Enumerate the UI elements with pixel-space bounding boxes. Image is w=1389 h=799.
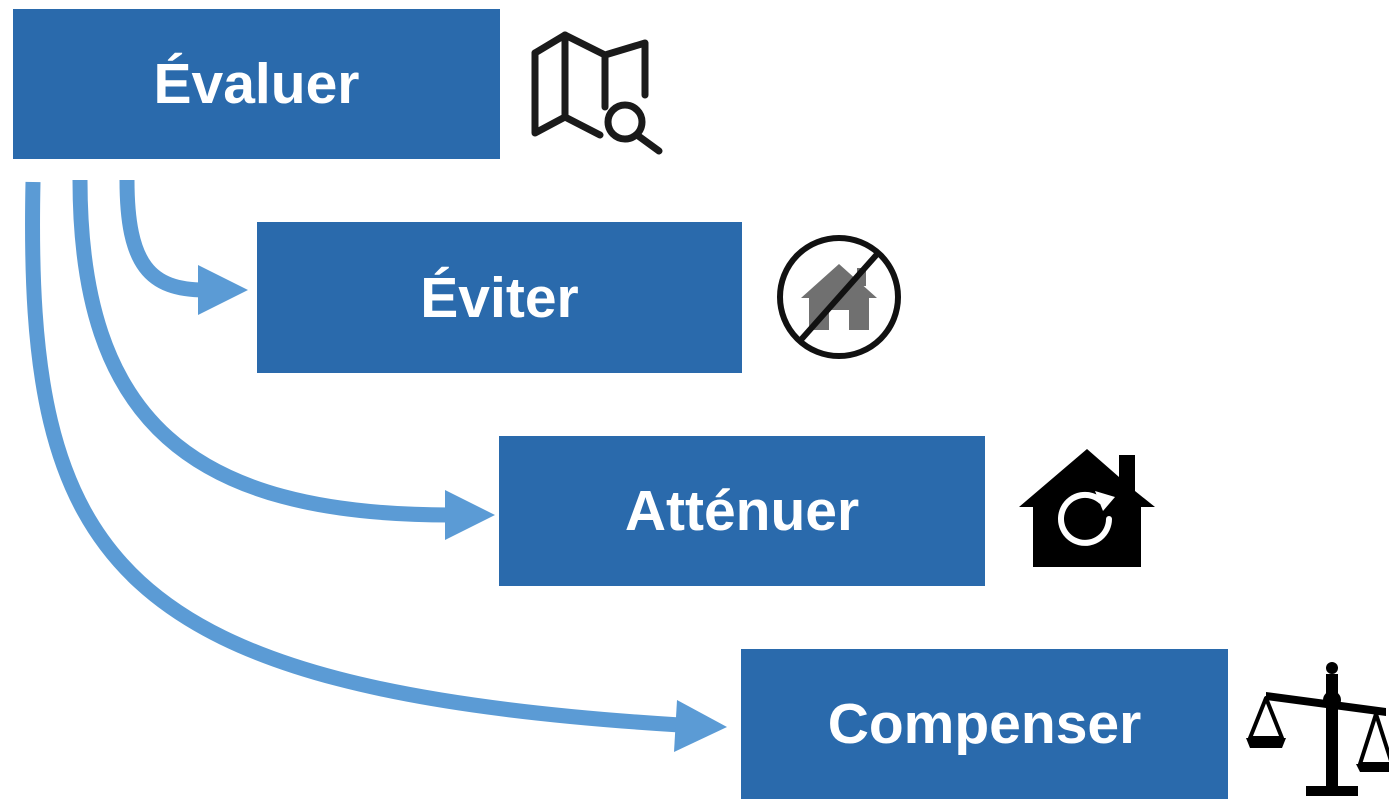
step-attenuer-label: Atténuer bbox=[624, 479, 860, 543]
step-attenuer-box: Atténuer bbox=[499, 436, 985, 586]
balance-scale-icon bbox=[1246, 662, 1389, 796]
no-house-icon bbox=[777, 235, 901, 359]
arrowhead-compenser bbox=[674, 700, 727, 752]
map-magnifier-icon bbox=[531, 31, 663, 155]
arrow-to-attenuer bbox=[72, 179, 451, 523]
step-compenser-box: Compenser bbox=[741, 649, 1228, 799]
step-compenser-label: Compenser bbox=[827, 692, 1142, 756]
arrowhead-eviter bbox=[198, 265, 248, 315]
step-evaluer-box: Évaluer bbox=[13, 9, 500, 159]
arrow-to-eviter bbox=[119, 179, 206, 298]
arrowhead-attenuer bbox=[445, 490, 495, 540]
step-eviter-box: Éviter bbox=[257, 222, 742, 373]
house-refresh-icon bbox=[1019, 449, 1155, 567]
step-eviter-label: Éviter bbox=[420, 265, 579, 330]
step-evaluer-label: Évaluer bbox=[153, 52, 360, 116]
arrow-to-compenser bbox=[25, 181, 681, 733]
